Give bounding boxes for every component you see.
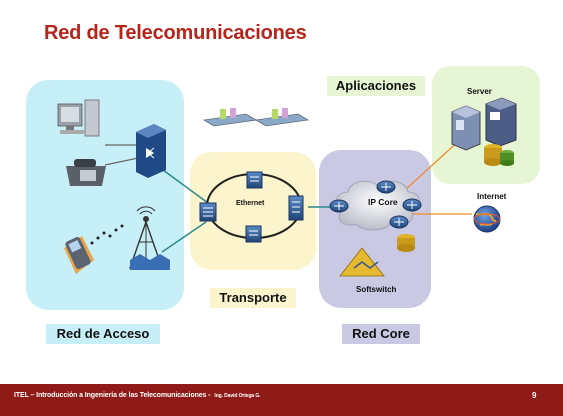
cell-tower-icon [129,206,170,270]
internet-globe-icon [473,205,501,233]
transport-switch-icon-right [288,195,304,221]
softswitch-database-icon [397,234,415,252]
mobile-phone-icon [64,236,94,274]
core-router-icon-3 [402,198,422,212]
footer-course-text: ITEL – Introducción a Ingeniería de las … [14,392,261,399]
core-router-icon-1 [329,199,349,213]
page-number: 9 [532,391,537,400]
footer-bar [0,384,563,416]
server-icon [451,97,517,151]
transport-switch-icon-top [246,171,263,189]
access-node-icon [136,124,166,178]
wireless-signal-icon [90,224,124,245]
access-network-zone [26,80,184,310]
slide-title: Red de Telecomunicaciones [44,22,307,44]
telephone-icon [66,159,106,186]
core-router-icon-2 [376,180,396,194]
server-database-icon [484,144,514,166]
ip-core-label: IP Core [368,197,398,207]
transport-equipment-icon-right [255,108,309,127]
ethernet-label: Ethernet [236,200,265,207]
footer-author: Ing. David Ortega G. [214,393,261,399]
computer-icon [57,99,100,137]
applications-tag: Aplicaciones [327,76,425,96]
transport-tag: Transporte [210,288,296,308]
core-router-icon-4 [389,215,409,229]
softswitch-icon [339,247,385,277]
core-network-tag: Red Core [342,324,420,344]
softswitch-label: Softswitch [356,285,397,294]
transport-switch-icon-left [199,202,217,222]
footer-course-title: ITEL – Introducción a Ingeniería de las … [14,392,211,399]
server-label: Server [467,87,492,96]
internet-label: Internet [477,192,507,201]
network-links [104,137,472,253]
access-network-tag: Red de Acceso [46,324,160,344]
transport-switch-icon-bottom [245,225,262,243]
transport-equipment-icon-left [203,108,257,127]
